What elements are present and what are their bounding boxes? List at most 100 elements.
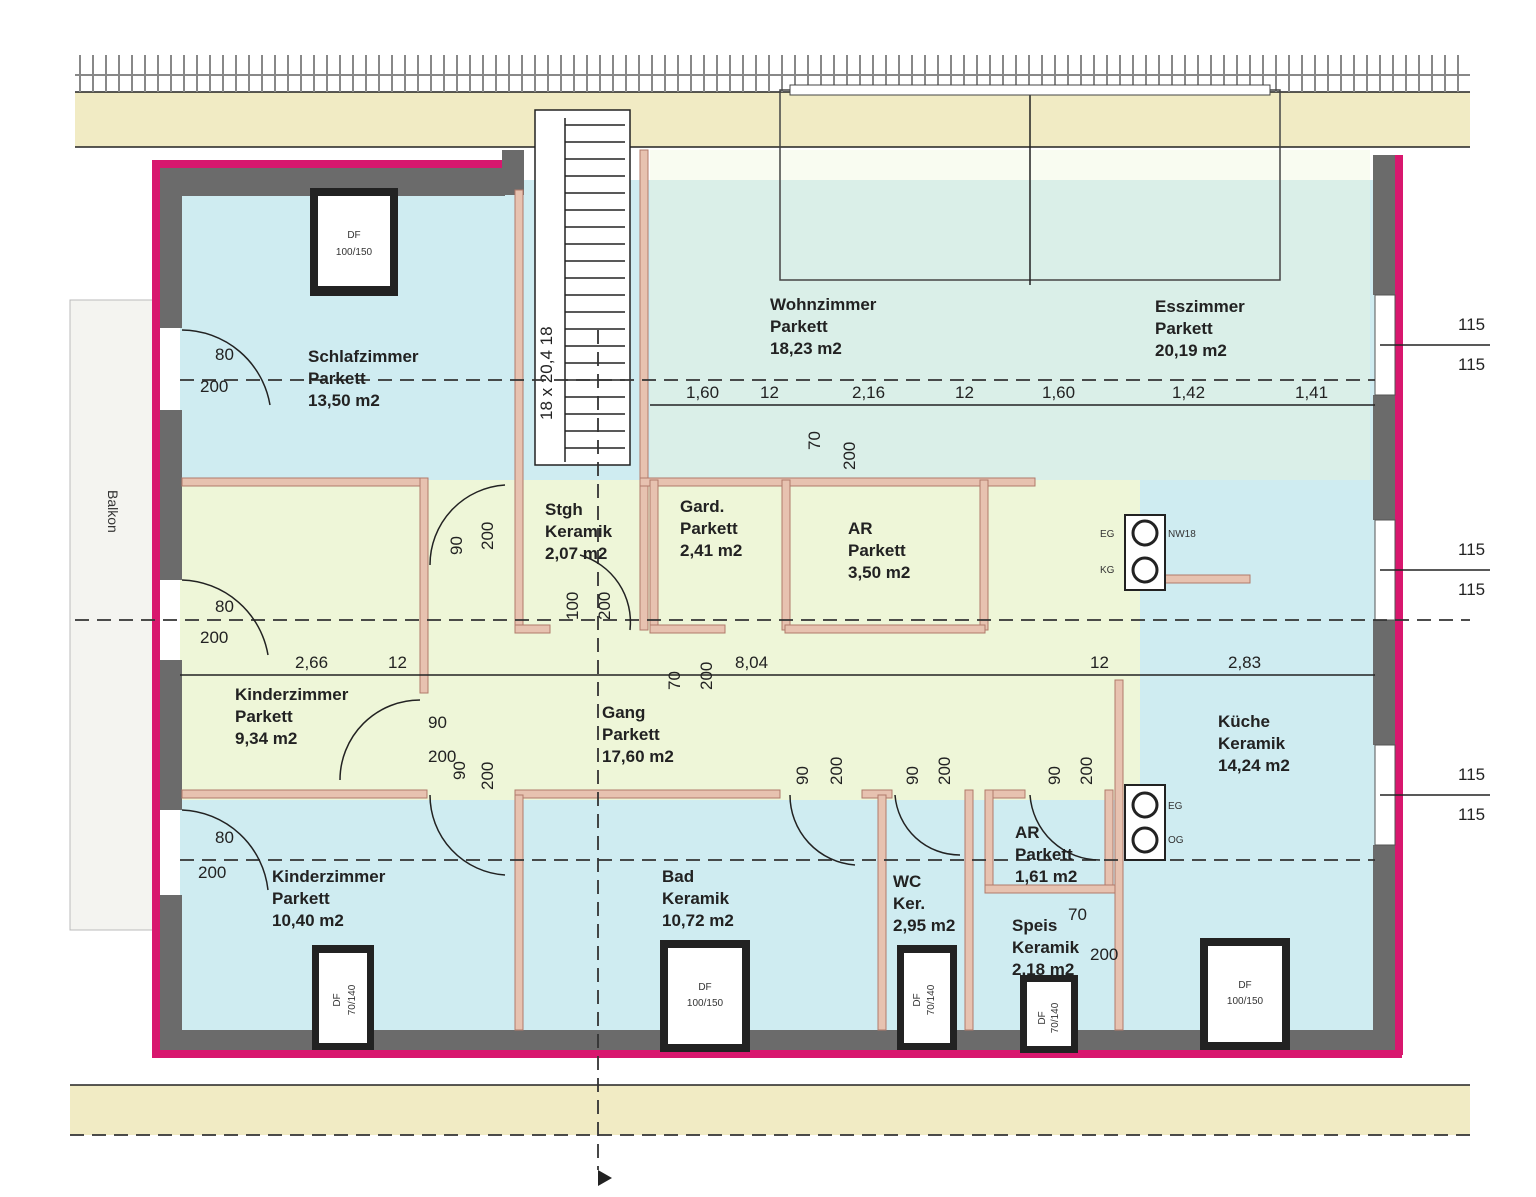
room-gang-name: Gang: [602, 703, 645, 722]
dimension-row1-1: 12: [760, 383, 779, 402]
exterior-walls: [152, 150, 1403, 1058]
svg-text:70/140: 70/140: [347, 984, 358, 1015]
room-bad-floor: Keramik: [662, 889, 730, 908]
dimension-row2-0: 2,66: [295, 653, 328, 672]
room-schlafzimmer-name: Schlafzimmer: [308, 347, 419, 366]
door-dimension-16: 70: [665, 671, 684, 690]
room-kueche-floor: Keramik: [1218, 734, 1286, 753]
room-ar2-floor: Parkett: [1015, 845, 1073, 864]
room-wohnzimmer-name: Wohnzimmer: [770, 295, 877, 314]
doors: [181, 329, 1101, 891]
top-railing: [75, 55, 1470, 92]
dimension-side-5: 115: [1458, 805, 1485, 824]
room-gard-area: 2,41 m2: [680, 541, 742, 560]
room-wohnzimmer-area: 18,23 m2: [770, 339, 842, 358]
room-ar1-area: 3,50 m2: [848, 563, 910, 582]
interior-walls: [181, 149, 1251, 1031]
dimension-row2-1: 12: [388, 653, 407, 672]
room-schlafzimmer-area: 13,50 m2: [308, 391, 380, 410]
room-esszimmer-area: 20,19 m2: [1155, 341, 1227, 360]
room-esszimmer-name: Esszimmer: [1155, 297, 1245, 316]
vent-blocks: EG KG NW18 EG OG: [1100, 514, 1196, 861]
door-dimension-22: 90: [1045, 766, 1064, 785]
skylight-df4: DF 70/140: [897, 945, 957, 1050]
dimension-row1-6: 1,41: [1295, 383, 1328, 402]
dimension-row2-2: 8,04: [735, 653, 768, 672]
room-gard-floor: Parkett: [680, 519, 738, 538]
room-gang-floor: Parkett: [602, 725, 660, 744]
room-kinder2-name: Kinderzimmer: [272, 867, 386, 886]
room-stgh-area: 2,07 m2: [545, 544, 607, 563]
door-dimension-20: 90: [903, 766, 922, 785]
svg-text:KG: KG: [1100, 565, 1115, 576]
dimension-row1-5: 1,42: [1172, 383, 1205, 402]
living-windows: [779, 84, 1281, 285]
door-dimension-23: 200: [1077, 757, 1096, 785]
skylight-df2: DF 70/140: [312, 945, 374, 1050]
door-dimension-13: 200: [840, 442, 859, 470]
door-dimension-11: 200: [478, 762, 497, 790]
room-kinder1-name: Kinderzimmer: [235, 685, 349, 704]
skylights: DF 100/150 DF 70/140 DF 100/150 DF 70/14…: [310, 188, 1290, 1053]
door-dimension-5: 200: [198, 863, 226, 882]
door-dimension-17: 200: [697, 662, 716, 690]
dimension-row2-4: 2,83: [1228, 653, 1261, 672]
svg-text:DF: DF: [347, 230, 360, 241]
skylight-df1: DF 100/150: [310, 188, 398, 296]
room-kueche-area: 14,24 m2: [1218, 756, 1290, 775]
room-wc-name: WC: [893, 872, 921, 891]
svg-text:DF: DF: [332, 993, 343, 1006]
svg-text:100/150: 100/150: [336, 247, 373, 258]
svg-text:100/150: 100/150: [1227, 996, 1264, 1007]
room-speis-floor: Keramik: [1012, 938, 1080, 957]
skylight-df5: DF 70/140: [1020, 975, 1078, 1053]
door-dimension-25: 200: [1090, 945, 1118, 964]
dimension-row1-3: 12: [955, 383, 974, 402]
room-kinder1-floor: Parkett: [235, 707, 293, 726]
svg-text:70/140: 70/140: [1050, 1002, 1061, 1033]
dimension-row1-0: 1,60: [686, 383, 719, 402]
svg-text:DF: DF: [1037, 1011, 1048, 1024]
room-bad-name: Bad: [662, 867, 694, 886]
room-gard-name: Gard.: [680, 497, 724, 516]
door-dimension-4: 80: [215, 828, 234, 847]
room-speis-area: 2,18 m2: [1012, 960, 1074, 979]
room-kinder2-floor: Parkett: [272, 889, 330, 908]
door-dimension-15: 200: [595, 592, 614, 620]
door-dimension-8: 90: [428, 713, 447, 732]
room-schlafzimmer-floor: Parkett: [308, 369, 366, 388]
door-dimension-24: 70: [1068, 905, 1087, 924]
dimension-side-3: 115: [1458, 580, 1485, 599]
dimension-side-2: 115: [1458, 540, 1485, 559]
door-dimension-3: 200: [200, 628, 228, 647]
room-ar2-area: 1,61 m2: [1015, 867, 1077, 886]
door-dimension-2: 80: [215, 597, 234, 616]
room-kinder1-area: 9,34 m2: [235, 729, 297, 748]
balcony: Balkon: [69, 299, 156, 931]
room-wc-area: 2,95 m2: [893, 916, 955, 935]
svg-text:DF: DF: [698, 982, 711, 993]
svg-text:70/140: 70/140: [926, 984, 937, 1015]
door-dimension-14: 100: [563, 592, 582, 620]
room-kueche-name: Küche: [1218, 712, 1270, 731]
svg-text:DF: DF: [912, 993, 923, 1006]
room-ar1-floor: Parkett: [848, 541, 906, 560]
door-dimension-18: 90: [793, 766, 812, 785]
dimension-row2-3: 12: [1090, 653, 1109, 672]
svg-text:OG: OG: [1168, 835, 1184, 846]
dimension-side-4: 115: [1458, 765, 1485, 784]
staircase: 18 x 20,4 18: [534, 109, 631, 466]
room-wohnzimmer-floor: Parkett: [770, 317, 828, 336]
door-dimension-0: 80: [215, 345, 234, 364]
room-gang-area: 17,60 m2: [602, 747, 674, 766]
right-windows: [1374, 294, 1490, 846]
door-dimension-10: 90: [450, 761, 469, 780]
dimension-side-0: 115: [1458, 315, 1485, 334]
room-ar1-name: AR: [848, 519, 873, 538]
top-terrace: [75, 55, 1470, 148]
balcony-label: Balkon: [105, 490, 121, 533]
door-dimension-7: 200: [478, 522, 497, 550]
